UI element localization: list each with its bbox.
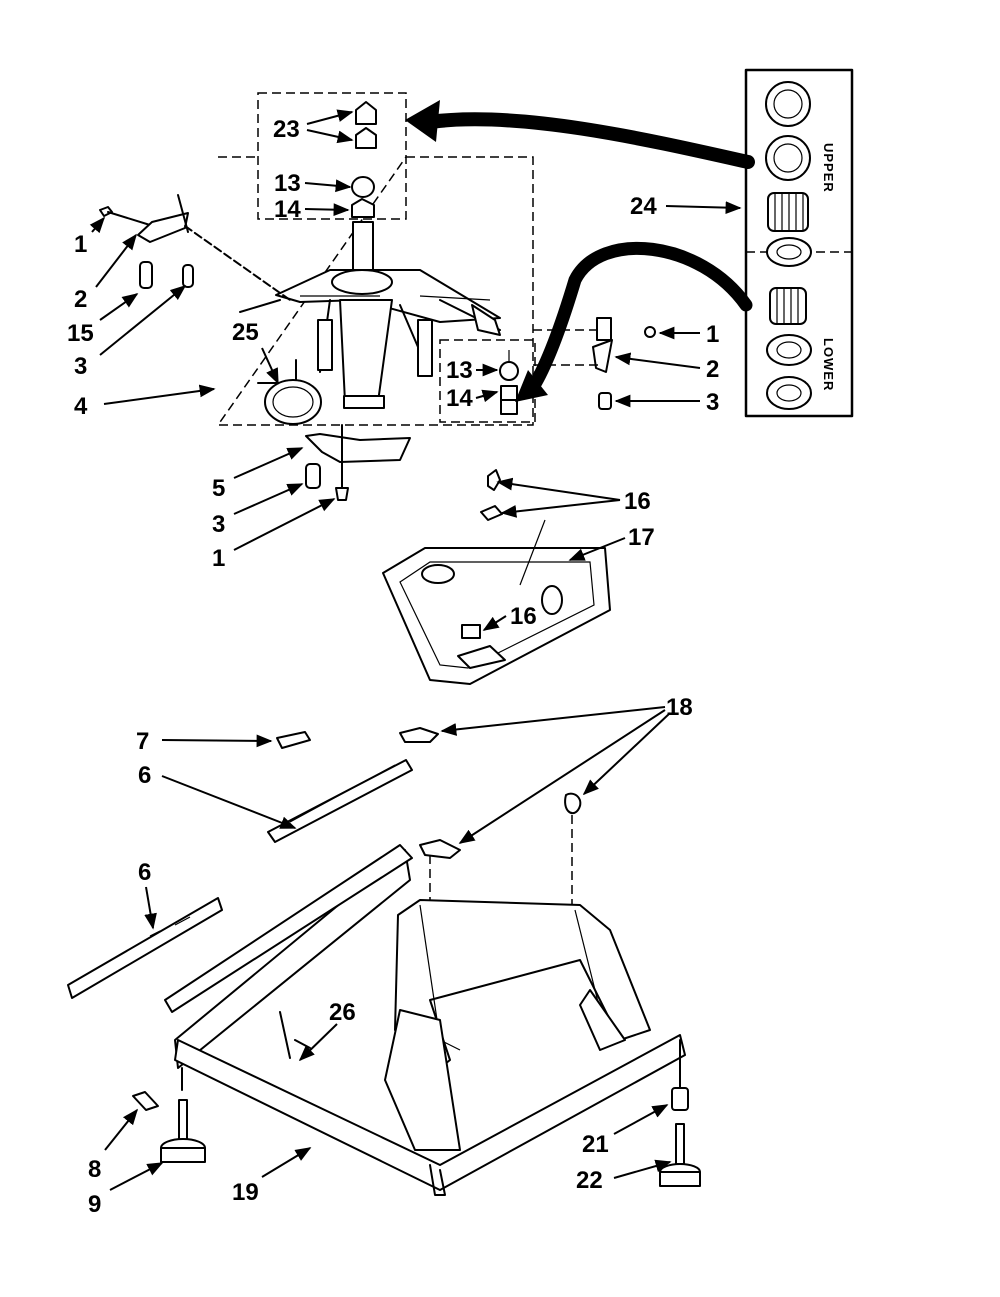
kit-arrow-lower (515, 241, 753, 402)
callout-25: 25 (232, 319, 259, 346)
callout-14-top: 14 (274, 196, 301, 223)
base-frame (164, 844, 686, 1196)
callout-15: 15 (67, 320, 94, 347)
callout-13-top: 13 (274, 170, 301, 197)
callout-19: 19 (232, 1179, 259, 1206)
callout-13-inset: 13 (446, 357, 473, 384)
seal-ring (257, 359, 322, 425)
foot-left (132, 1091, 206, 1163)
callout-16-top: 16 (624, 488, 651, 515)
callout-1-lower: 1 (212, 545, 225, 572)
bearing-part-13 (351, 176, 375, 198)
lower-linkage (305, 424, 411, 501)
callout-6-upper: 6 (138, 762, 151, 789)
callout-16-mid: 16 (510, 603, 537, 630)
part-6-lower (67, 897, 223, 999)
callout-2-left: 2 (74, 286, 87, 313)
callout-23: 23 (273, 116, 300, 143)
callout-26: 26 (329, 999, 356, 1026)
callout-14-inset: 14 (446, 385, 473, 412)
lower-label: LOWER (821, 338, 836, 391)
upper-label: UPPER (821, 143, 836, 193)
inset-box-top (257, 92, 407, 220)
bearing-kit-upper (765, 81, 812, 267)
bearing-parts-23 (355, 101, 377, 149)
callout-3-lower: 3 (212, 511, 225, 538)
callout-3-left: 3 (74, 353, 87, 380)
bearing-kit-box (744, 68, 854, 418)
foot-right (659, 1087, 701, 1187)
callout-6-lower: 6 (138, 859, 151, 886)
mechanism-support (239, 221, 501, 409)
callout-17: 17 (628, 524, 655, 551)
callout-2-right: 2 (706, 356, 719, 383)
callout-8: 8 (88, 1156, 101, 1183)
callout-7: 7 (136, 728, 149, 755)
callout-arrows (89, 109, 742, 1191)
callout-22: 22 (576, 1167, 603, 1194)
part-6-upper (267, 759, 413, 843)
callout-24: 24 (630, 193, 657, 220)
inset-lower-parts (499, 350, 519, 415)
callout-9: 9 (88, 1191, 101, 1218)
callout-5: 5 (212, 475, 225, 502)
callout-18: 18 (666, 694, 693, 721)
bearing-kit-lower (766, 287, 812, 410)
callout-21: 21 (582, 1131, 609, 1158)
top-brace (382, 547, 611, 685)
callout-1-right: 1 (706, 321, 719, 348)
kit-arrow-upper (405, 100, 755, 169)
inset-box-lower (439, 339, 536, 423)
bearing-part-14 (351, 198, 375, 218)
assembly-box (216, 156, 534, 426)
callout-3-right: 3 (706, 389, 719, 416)
left-linkage (99, 194, 291, 301)
callout-1-left: 1 (74, 231, 87, 258)
right-linkage (533, 317, 656, 410)
part-7 (276, 731, 311, 749)
callout-4: 4 (74, 393, 88, 420)
